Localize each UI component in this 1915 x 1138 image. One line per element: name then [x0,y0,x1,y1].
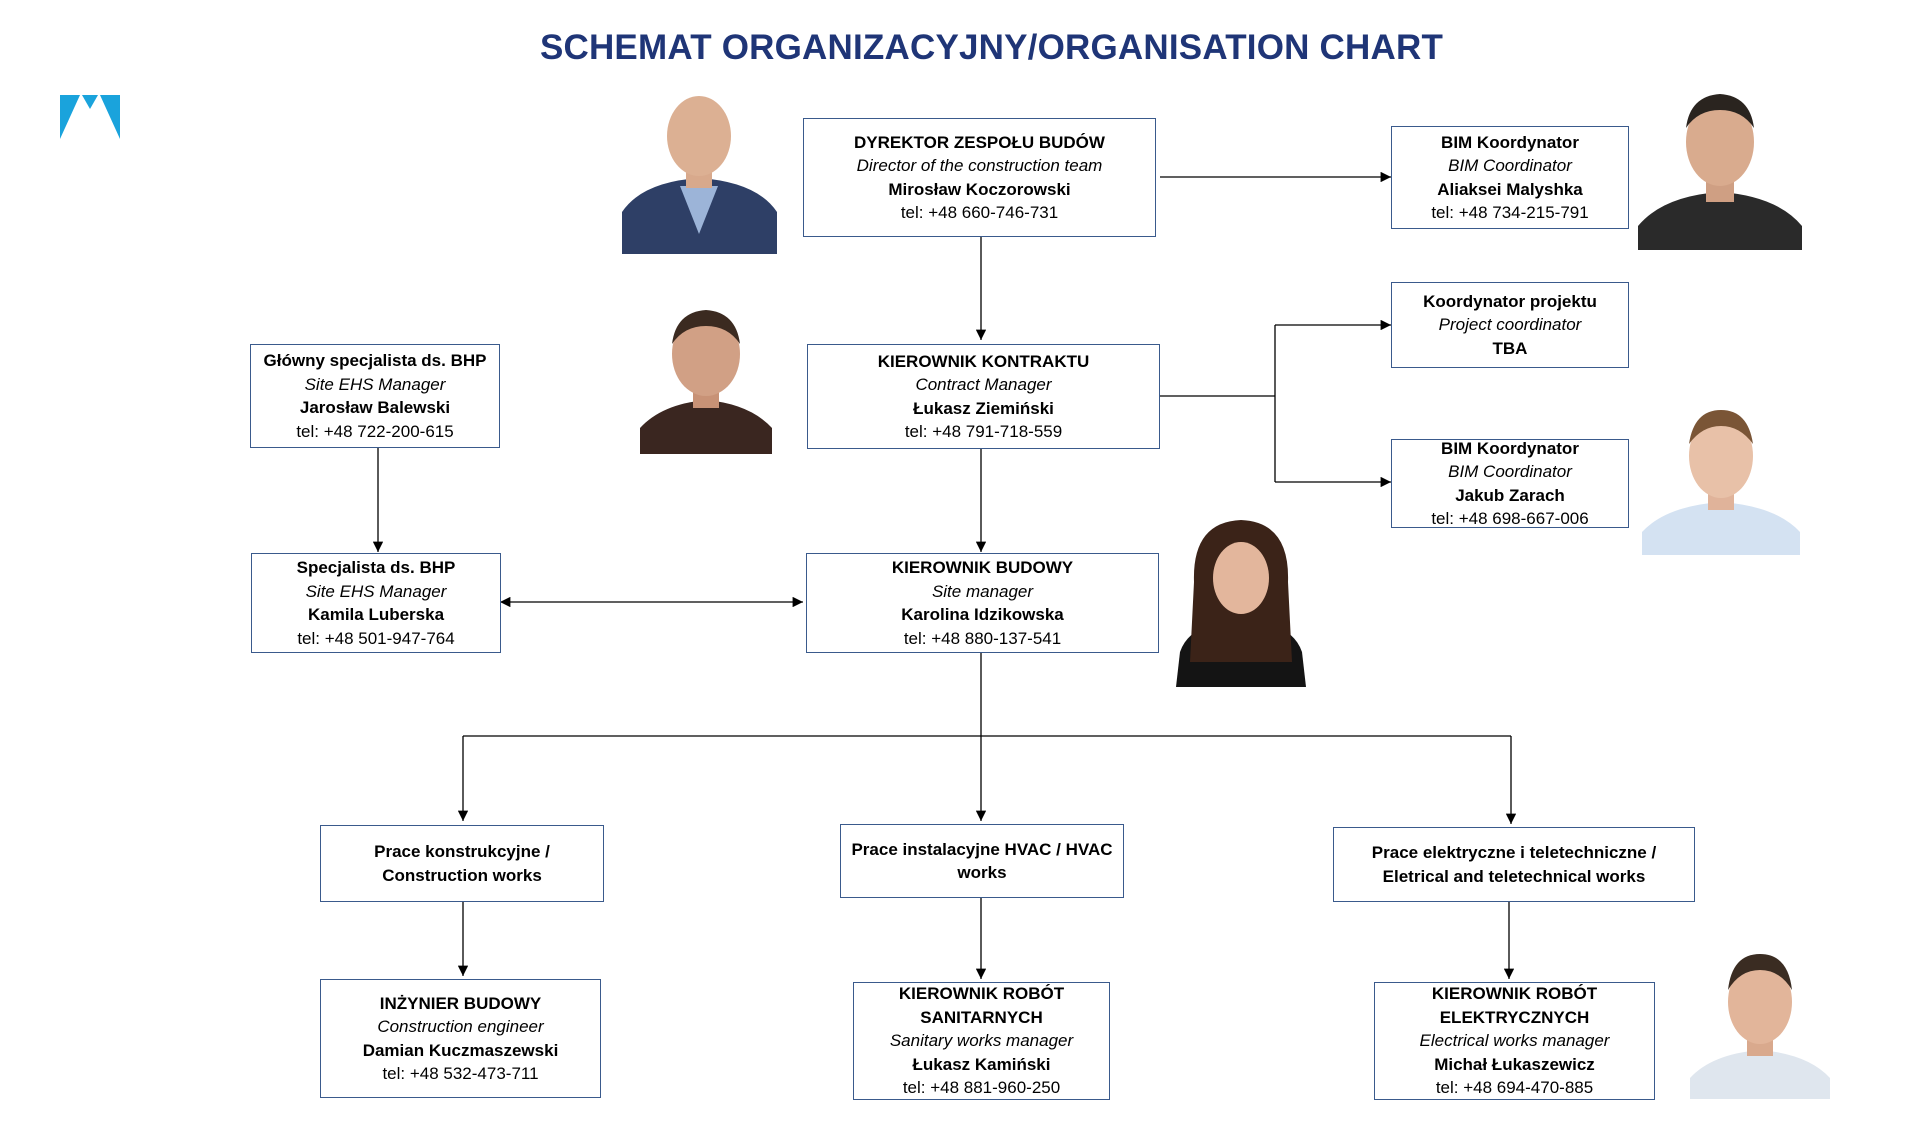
role-title: Koordynator projektu [1423,291,1597,311]
company-logo [60,95,120,139]
node-director: DYREKTOR ZESPOŁU BUDÓW Director of the c… [803,118,1156,237]
phone-number: tel: +48 880-137-541 [903,628,1062,648]
phone-number: tel: +48 501-947-764 [297,628,455,648]
node-ehs: Specjalista ds. BHP Site EHS Manager Kam… [251,553,501,653]
node-bim2: BIM Koordynator BIM Coordinator Jakub Za… [1391,439,1629,528]
work-label-line2: Construction works [382,865,542,885]
work-label-line2: Eletrical and teletechnical works [1382,866,1646,886]
role-title: Specjalista ds. BHP [296,558,456,577]
photo-bim1 [1638,94,1802,250]
node-construction-works: Prace konstrukcyjne / Construction works [320,825,604,902]
photo-bim2 [1642,410,1800,555]
phone-number: tel: +48 734-215-791 [1431,203,1589,222]
phone-number: tel: +48 660-746-731 [900,203,1059,222]
role-subtitle: Contract Manager [915,375,1052,394]
role-subtitle: Sanitary works manager [889,1031,1074,1051]
role-subtitle: Site EHS Manager [305,581,447,601]
photo-director [622,96,777,254]
node-site-manager: KIEROWNIK BUDOWY Site manager Karolina I… [806,553,1159,653]
node-construction-engineer: INŻYNIER BUDOWY Construction engineer Da… [320,979,601,1098]
node-electrical-manager: KIEROWNIK ROBÓT ELEKTRYCZNYCH Electrical… [1374,982,1655,1100]
photo-site-manager [1176,520,1306,687]
person-name: Kamila Luberska [307,605,445,624]
person-name: Jarosław Balewski [299,398,451,417]
node-project-coordinator: Koordynator projektu Project coordinator… [1391,282,1629,368]
role-subtitle: Director of the construction team [856,156,1103,175]
node-contract-manager: KIEROWNIK KONTRAKTU Contract Manager Łuk… [807,344,1160,449]
role-title: BIM Koordynator [1441,438,1579,458]
person-name: Jakub Zarach [1455,485,1565,505]
work-label-line1: Prace elektryczne i teletechniczne / [1371,843,1657,862]
node-bim1: BIM Koordynator BIM Coordinator Aliaksei… [1391,126,1629,229]
person-name: Karolina Idzikowska [901,605,1064,624]
role-subtitle: Site manager [931,581,1034,601]
node-electrical-works: Prace elektryczne i teletechniczne / Ele… [1333,827,1695,902]
work-label-line2: works [957,863,1007,882]
role-subtitle: Construction engineer [377,1017,544,1036]
phone-number: tel: +48 791-718-559 [904,422,1063,441]
work-label-line1: Prace instalacyjne HVAC / HVAC [851,839,1113,859]
role-subtitle: BIM Coordinator [1448,462,1572,481]
person-name: Michał Łukaszewicz [1434,1054,1595,1074]
person-name: TBA [1492,338,1528,358]
phone-number: tel: +48 532-473-711 [382,1064,539,1083]
role-subtitle: BIM Coordinator [1448,156,1572,175]
role-title: KIEROWNIK ROBÓT SANITARNYCH [898,984,1065,1027]
node-sanitary-manager: KIEROWNIK ROBÓT SANITARNYCH Sanitary wor… [853,982,1110,1100]
work-label-line1: Prace konstrukcyjne / [374,842,550,861]
role-title: KIEROWNIK ROBÓT ELEKTRYCZNYCH [1431,984,1598,1027]
person-name: Aliaksei Malyshka [1437,179,1583,199]
node-hvac-works: Prace instalacyjne HVAC / HVAC works [840,824,1124,898]
role-title: INŻYNIER BUDOWY [379,993,542,1013]
role-title: BIM Koordynator [1441,132,1579,152]
person-name: Damian Kuczmaszewski [362,1040,559,1060]
phone-number: tel: +48 698-667-006 [1431,509,1589,528]
role-title: DYREKTOR ZESPOŁU BUDÓW [854,132,1105,152]
role-subtitle: Project coordinator [1438,315,1582,335]
node-ehs-main: Główny specjalista ds. BHP Site EHS Mana… [250,344,500,448]
person-name: Mirosław Koczorowski [888,179,1071,199]
photo-contract-manager [640,310,772,454]
person-name: Łukasz Kamiński [912,1054,1051,1074]
phone-number: tel: +48 881-960-250 [902,1078,1061,1098]
phone-number: tel: +48 694-470-885 [1435,1078,1594,1098]
page-title: SCHEMAT ORGANIZACYJNY/ORGANISATION CHART [539,28,1444,67]
role-title: KIEROWNIK KONTRAKTU [877,351,1090,371]
role-subtitle: Electrical works manager [1419,1031,1610,1051]
phone-number: tel: +48 722-200-615 [296,421,454,441]
photo-electrical-manager [1690,954,1830,1099]
role-title: KIEROWNIK BUDOWY [891,558,1074,577]
person-name: Łukasz Ziemiński [913,398,1054,418]
role-title: Główny specjalista ds. BHP [263,351,487,370]
role-subtitle: Site EHS Manager [304,374,446,394]
